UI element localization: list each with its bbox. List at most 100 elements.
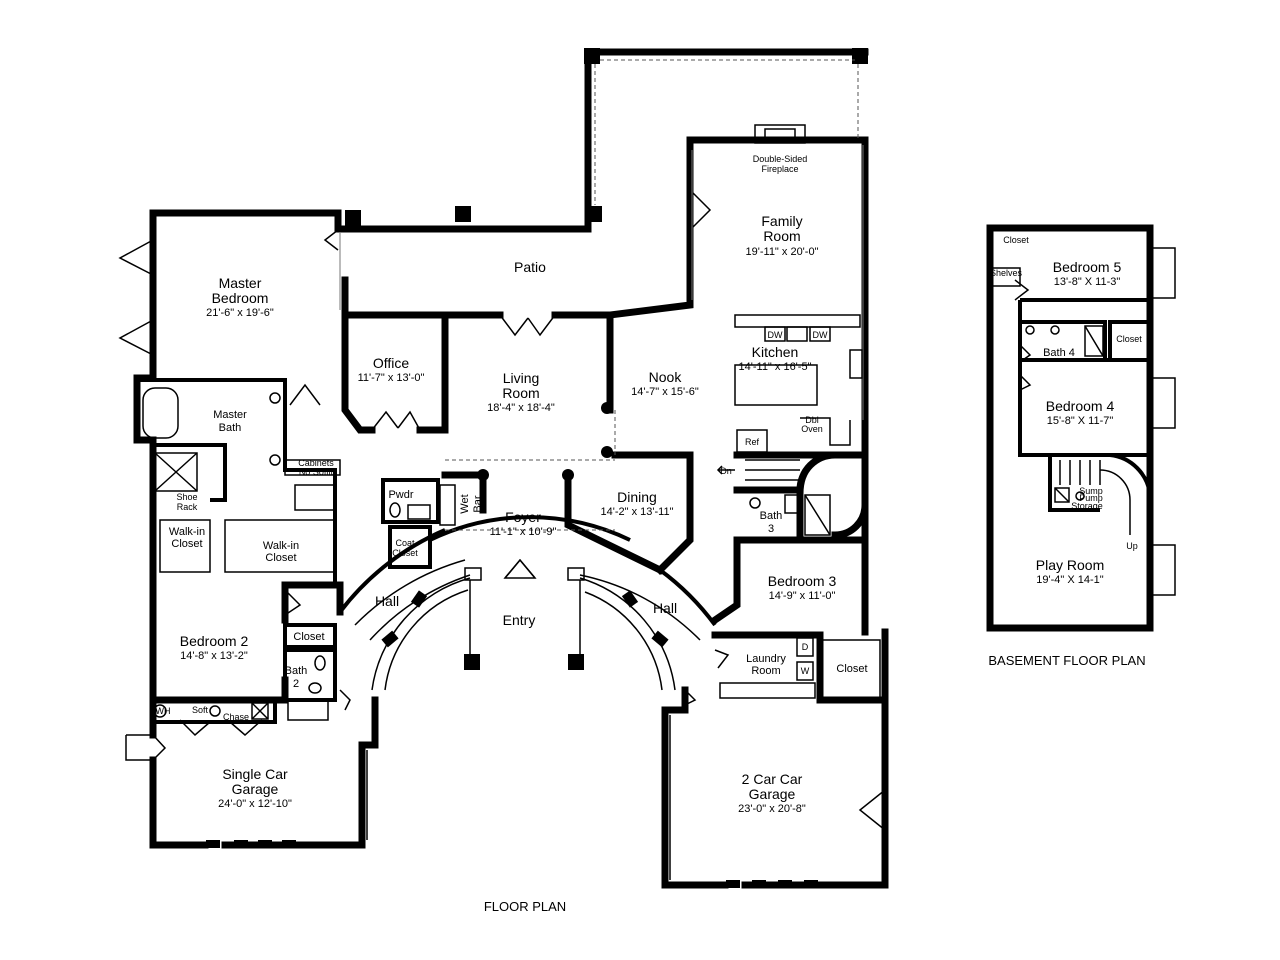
- master-bedroom-label: Master: [219, 275, 262, 291]
- laundry-label: Laundry: [746, 653, 786, 665]
- master-bedroom-dim: 21'-6" x 19'-6": [206, 307, 274, 319]
- double-garage-dim: 23'-0" x 20'-8": [738, 803, 806, 815]
- living-room-label-2: Room: [502, 385, 539, 401]
- floor-plan-title: FLOOR PLAN: [484, 899, 566, 914]
- master-bath-label: Master: [213, 409, 247, 421]
- closet-b2-label: Closet: [293, 631, 324, 643]
- wet-bar-label-2: Bar: [472, 495, 484, 512]
- shoe-rack-label: Shoe: [176, 492, 197, 502]
- fireplace-label: Double-Sided: [753, 154, 808, 164]
- entry-label: Entry: [503, 612, 536, 628]
- pwdr-label: Pwdr: [388, 489, 413, 501]
- soft-label: Soft: [192, 705, 209, 715]
- kitchen-dim: 14'-11" x 16'-5": [739, 361, 812, 373]
- kitchen-label: Kitchen: [752, 344, 799, 360]
- bath3-label: Bath: [760, 510, 783, 522]
- ref-label: Ref: [745, 437, 760, 447]
- stairs-main: [716, 451, 869, 539]
- labels: Master Bedroom 21'-6" x 19'-6" Patio Fam…: [156, 154, 1146, 914]
- bath3-fixtures: [749, 494, 801, 514]
- bath4-label: Bath 4: [1043, 347, 1075, 359]
- play-room-dim: 19'-4" X 14-1": [1036, 574, 1103, 586]
- master-bedroom-label-2: Bedroom: [212, 290, 269, 306]
- wh-label: WH: [156, 706, 171, 716]
- garage-details: [284, 589, 697, 880]
- single-garage-label: Single Car: [222, 766, 288, 782]
- fireplace-label-2: Fireplace: [761, 164, 798, 174]
- basement-walls: [986, 224, 1176, 632]
- coat-closet-label: Coat: [395, 538, 415, 548]
- dbl-oven-label-2: Oven: [801, 424, 823, 434]
- master-bath-label-2: Bath: [219, 422, 242, 434]
- sump-label: Sump: [1079, 486, 1103, 496]
- nook-dim: 14'-7" x 15'-6": [631, 386, 699, 398]
- pump-label: Pump: [1079, 493, 1103, 503]
- pwdr-area: [381, 478, 456, 569]
- dw-label-2: DW: [813, 330, 828, 340]
- dining-label: Dining: [617, 489, 657, 505]
- bedroom5-dim: 13'-8" X 11-3": [1054, 276, 1121, 288]
- master-bath-walls: [140, 378, 341, 585]
- bedroom2-dim: 14'-8" x 13'-2": [180, 650, 248, 662]
- fireplace: [754, 124, 806, 144]
- shoe-rack-label-2: Rack: [177, 502, 198, 512]
- laundry-label-2: Room: [751, 665, 780, 677]
- storage-label: Storage: [1071, 501, 1103, 511]
- basement-closet2-label: Closet: [1116, 334, 1142, 344]
- basement-stairs: [1048, 453, 1152, 540]
- pillars: [206, 48, 868, 888]
- patio-outline: [445, 59, 859, 461]
- walkin-closet-1-label-2: Closet: [171, 538, 202, 550]
- walkin-closet-2-label-2: Closet: [265, 552, 296, 564]
- dbl-oven-label: Dbl: [805, 415, 819, 425]
- bath2-label: Bath: [285, 665, 308, 677]
- dw-label-1: DW: [768, 330, 783, 340]
- living-room-label: Living: [503, 370, 540, 386]
- basement-closet-label: Closet: [1003, 235, 1029, 245]
- bath3-num: 3: [768, 523, 774, 535]
- laundry-fixtures: [714, 637, 881, 699]
- bedroom3-dim: 14'-9" x 11'-0": [769, 590, 836, 602]
- play-room-label: Play Room: [1036, 557, 1104, 573]
- single-garage-label-2: Garage: [232, 781, 279, 797]
- wet-bar-label: Wet: [459, 494, 471, 513]
- chase-label: Chase: [223, 712, 249, 722]
- bedroom4-dim: 15'-8" X 11-7": [1047, 415, 1114, 427]
- bedroom3-label: Bedroom 3: [768, 573, 837, 589]
- entry-arcs: [338, 515, 717, 691]
- office-label: Office: [373, 355, 410, 371]
- foyer-label: Foyer: [505, 509, 541, 525]
- single-garage-dim: 24'-0" x 12'-10": [218, 798, 292, 810]
- family-room-label: Family: [761, 213, 802, 229]
- bedroom2-label: Bedroom 2: [180, 633, 249, 649]
- exterior-walls: [133, 48, 889, 889]
- office-dim: 11'-7" x 13'-0": [358, 372, 425, 384]
- bedroom4-label: Bedroom 4: [1046, 398, 1115, 414]
- hall-left-label: Hall: [375, 593, 399, 609]
- coat-closet-label-2: Closet: [392, 548, 418, 558]
- kitchen-fixtures: [734, 314, 863, 453]
- double-garage-label: 2 Car Car: [742, 771, 803, 787]
- bath2-fixtures: [151, 623, 337, 724]
- double-garage-label-2: Garage: [749, 786, 796, 802]
- cabinets-label: Cabinets: [298, 458, 334, 468]
- walkin-closet-1-label: Walk-in: [169, 526, 205, 538]
- walkin-closet-2-label: Walk-in: [263, 540, 299, 552]
- family-room-label-2: Room: [763, 228, 800, 244]
- cabinets-label-2: No Soffit: [299, 467, 334, 477]
- bedroom5-label: Bedroom 5: [1053, 259, 1122, 275]
- nook-label: Nook: [649, 369, 683, 385]
- dryer-label: D: [802, 642, 809, 652]
- dining-dim: 14'-2" x 13'-11": [601, 506, 674, 518]
- patio-label: Patio: [514, 259, 546, 275]
- dn-label: Dn: [720, 466, 732, 476]
- hall-right-label: Hall: [653, 600, 677, 616]
- basement-title: BASEMENT FLOOR PLAN: [988, 653, 1145, 668]
- bath2-num: 2: [293, 678, 299, 690]
- windows: [118, 145, 864, 420]
- washer-label: W: [801, 666, 810, 676]
- closet-b3-label: Closet: [836, 663, 867, 675]
- living-room-dim: 18'-4" x 18'-4": [487, 402, 555, 414]
- family-room-dim: 19'-11" x 20'-0": [746, 246, 819, 258]
- up-label: Up: [1126, 541, 1138, 551]
